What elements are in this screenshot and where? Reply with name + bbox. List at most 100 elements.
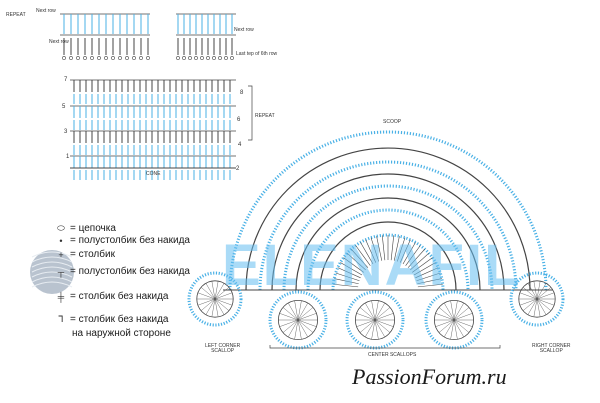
stitch (214, 298, 225, 315)
scallop (424, 290, 484, 350)
stitch (450, 300, 455, 321)
stitch (297, 319, 302, 340)
stitch (522, 298, 538, 311)
stitch (205, 298, 216, 315)
stitch (371, 300, 376, 321)
stitch-hook (200, 56, 204, 60)
stitch (450, 319, 455, 340)
stitch (337, 267, 361, 279)
stitch (374, 319, 385, 338)
row-number: 2 (236, 166, 240, 172)
yarn-strand (31, 266, 73, 273)
top-right-swatch (176, 13, 236, 60)
stitch (522, 287, 538, 300)
stitch-hook (97, 56, 101, 60)
stitch-ring (258, 160, 518, 291)
stitch (211, 298, 216, 317)
stitch (214, 298, 219, 317)
stitch (533, 281, 538, 300)
stitch (350, 248, 369, 268)
stitch (294, 300, 299, 321)
row-number: 3 (64, 129, 68, 135)
stitch (365, 239, 377, 263)
stitch (536, 281, 541, 300)
stitch (453, 313, 473, 321)
stitch (371, 319, 376, 340)
stitch (453, 302, 464, 321)
stitch-ring (319, 221, 457, 291)
stitch (374, 307, 391, 321)
brand-watermark: ELENAFIL (222, 233, 522, 298)
stitch-hook (176, 56, 180, 60)
stitch (297, 313, 317, 321)
t-icon: ┬ (57, 266, 65, 277)
stitch (333, 283, 359, 288)
stitch (407, 248, 426, 268)
stitch (346, 252, 366, 271)
hook-icon: ⅂ (58, 314, 64, 324)
stitch-ring (306, 208, 470, 291)
stitch (533, 298, 538, 317)
stitch-ring (245, 147, 531, 291)
dot-icon: • (59, 235, 63, 246)
stitch-hook (132, 56, 136, 60)
stitch (536, 298, 547, 315)
stitch (359, 307, 376, 321)
next-row-label: Next row (36, 8, 56, 14)
yarn-strand (31, 256, 73, 263)
stitch-ring (282, 184, 494, 291)
stitch-hook (111, 56, 115, 60)
yarn-strand (31, 281, 73, 288)
stitch (405, 245, 421, 266)
stitch (297, 319, 308, 338)
stitch (415, 267, 439, 279)
stitch (536, 298, 552, 311)
stitch (519, 292, 538, 300)
stitch (536, 283, 547, 300)
stitch-hook (224, 56, 228, 60)
stitch (214, 298, 230, 311)
stitch-hook (230, 56, 234, 60)
stitch (360, 242, 374, 265)
stitch (356, 313, 376, 321)
yarn-strand (31, 261, 73, 268)
yarn-strand (31, 271, 73, 278)
stitch-hook (125, 56, 129, 60)
stitch-hook (104, 56, 108, 60)
site-watermark: PassionForum.ru (352, 364, 507, 389)
stitch (417, 278, 442, 285)
t-dash-icon: ╪ (57, 291, 65, 302)
stitch (297, 300, 302, 321)
stitch (288, 302, 299, 321)
stitch (536, 298, 541, 317)
stitch (297, 319, 317, 327)
legend-item: ╪= столбик без накида (57, 291, 169, 302)
stitch-hook (194, 56, 198, 60)
stitch (288, 319, 299, 338)
stitch (355, 245, 371, 266)
stitch (536, 298, 555, 306)
stitch-hook (118, 56, 122, 60)
stitch (438, 319, 455, 333)
stitch (282, 319, 299, 333)
stitch (453, 319, 473, 327)
row-number: 8 (240, 90, 244, 96)
stitch (297, 319, 314, 333)
center-scallops-label: CENTER SCALLOPS (368, 352, 417, 358)
stitch (200, 287, 216, 300)
left-scallop-label: LEFT CORNER SCALLOP (205, 343, 241, 354)
stitch (402, 242, 416, 265)
legend-item: •= полустолбик без накида (56, 235, 190, 246)
stitch (279, 319, 299, 327)
stitch (399, 239, 411, 263)
row-number: 4 (238, 142, 242, 148)
stitch-hook (206, 56, 210, 60)
stitch-hook (90, 56, 94, 60)
row-number: 6 (237, 117, 241, 123)
center-bracket (269, 345, 501, 349)
stitch (365, 302, 376, 321)
stitch (453, 300, 458, 321)
stitch-hook (69, 56, 73, 60)
stitch-hook (146, 56, 150, 60)
